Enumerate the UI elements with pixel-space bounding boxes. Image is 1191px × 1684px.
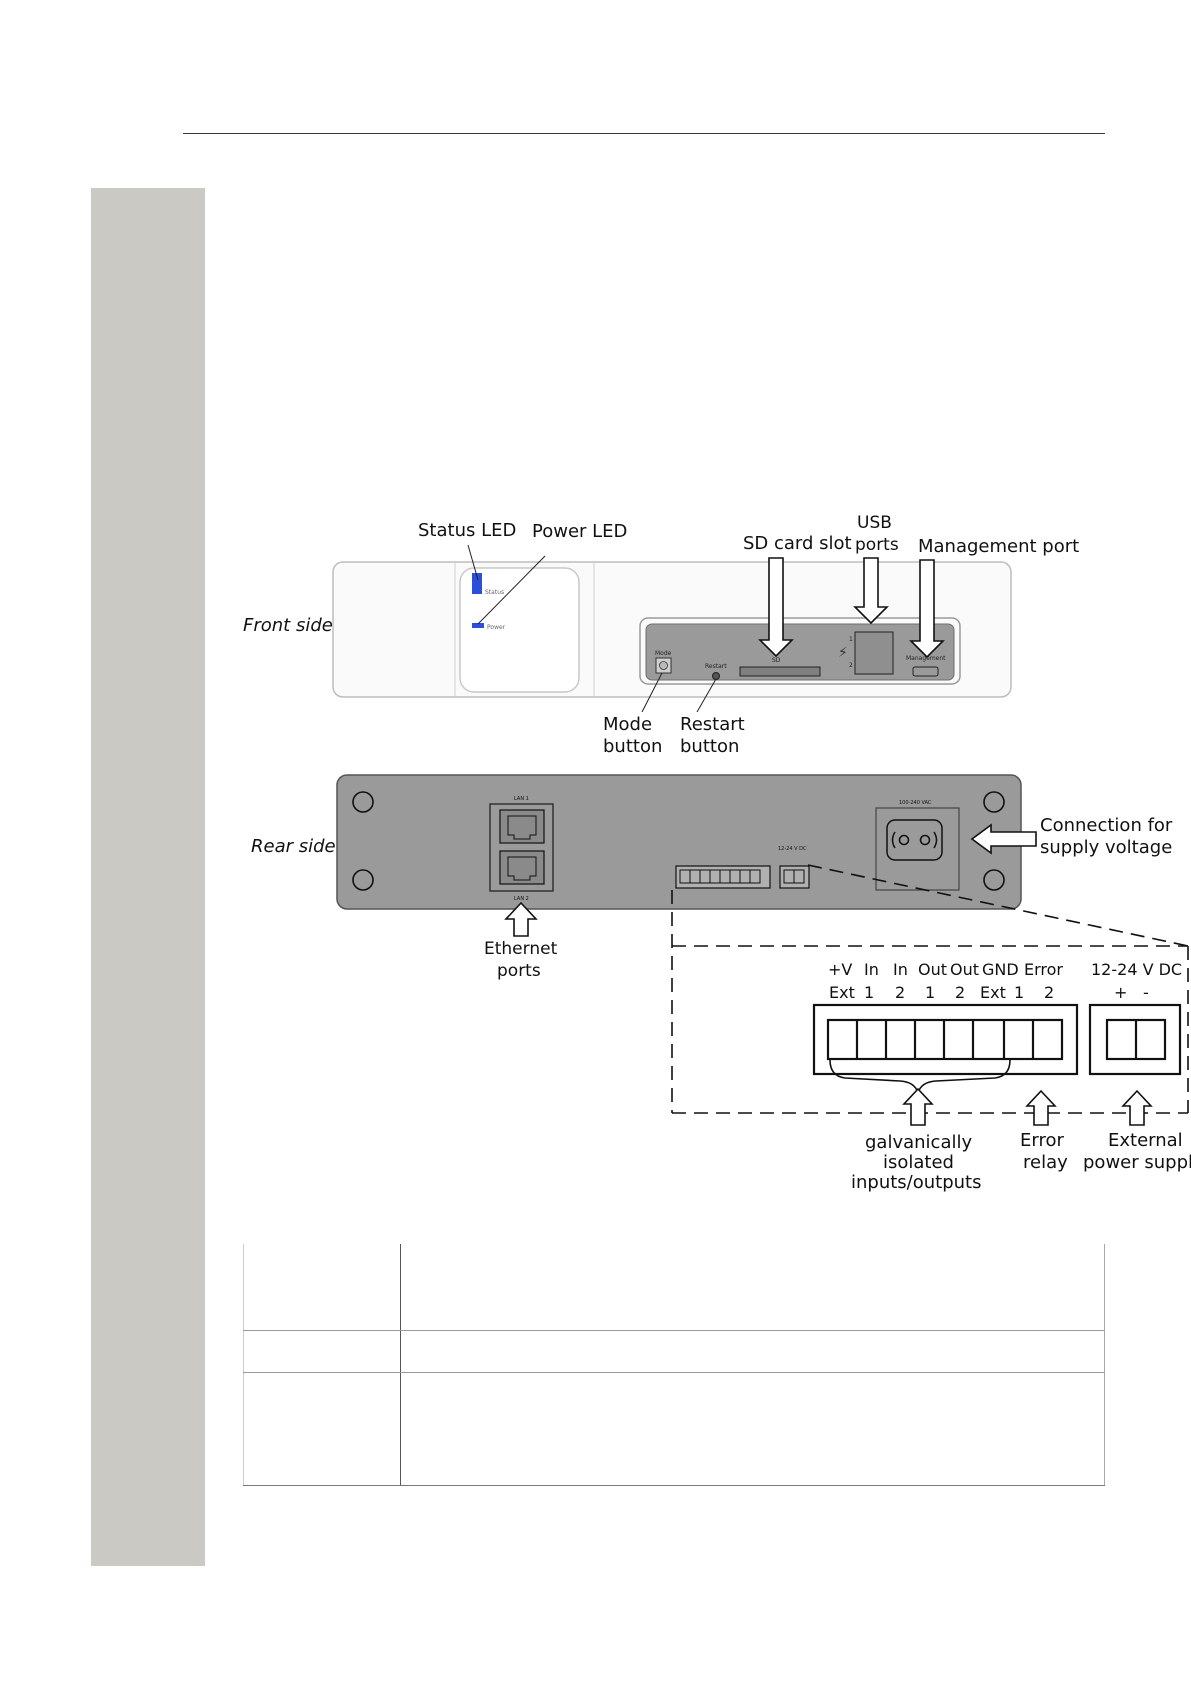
- sd-print: SD: [772, 657, 781, 664]
- term-top-4: Out: [950, 960, 979, 979]
- usb-ports[interactable]: [854, 631, 894, 675]
- term-bot-4: 2: [955, 983, 965, 1002]
- term-top-6: Error: [1024, 960, 1063, 979]
- dc-plus-label: +: [1114, 983, 1127, 1002]
- ext-label-2: power supply: [1083, 1152, 1191, 1173]
- power-led-label: Power LED: [532, 521, 627, 542]
- ethernet-arrow: [504, 901, 538, 937]
- restart-label-2: button: [680, 736, 739, 757]
- ac-inlet[interactable]: [886, 819, 943, 861]
- ethernet-label-2: ports: [497, 961, 541, 981]
- mgmt-label: Management port: [918, 536, 1079, 557]
- front-arrows: [758, 557, 945, 659]
- term-bot-0: Ext: [829, 983, 855, 1002]
- terminal-arrows: [902, 1087, 1153, 1126]
- term-top-1: In: [864, 960, 879, 979]
- detail-callout: [671, 864, 1189, 1114]
- dc-minus-label: -: [1143, 983, 1149, 1002]
- usb-label-2: ports: [855, 535, 899, 555]
- mgmt-print: Management: [906, 655, 946, 662]
- table-bottom-border: [243, 1485, 1105, 1486]
- term-bot-2: 2: [895, 983, 905, 1002]
- usb-port-2-print: 2: [849, 662, 853, 669]
- table-right-border: [1104, 1244, 1105, 1486]
- status-print: Status: [485, 589, 504, 596]
- status-led-label: Status LED: [418, 520, 516, 541]
- term-bot-1: 1: [864, 983, 874, 1002]
- lan1-port[interactable]: [499, 809, 545, 844]
- table-row-divider: [243, 1372, 1105, 1373]
- term-top-0: +V: [828, 960, 852, 979]
- io-label-3: inputs/outputs: [851, 1172, 982, 1193]
- io-label-2: isolated: [883, 1152, 954, 1173]
- term-top-5: GND: [982, 960, 1019, 979]
- term-bot-6: 1: [1014, 983, 1024, 1002]
- mode-label-2: button: [603, 736, 662, 757]
- chapter-side-bar: [91, 188, 205, 1566]
- mode-print: Mode: [655, 650, 672, 657]
- lan1-print: LAN 1: [514, 796, 529, 802]
- restart-label-1: Restart: [680, 714, 745, 735]
- supply-arrow: [970, 823, 1037, 855]
- term-top-2: In: [893, 960, 908, 979]
- power-print: Power: [487, 624, 506, 631]
- io-terminal-large: [812, 1003, 1079, 1076]
- table-left-border: [243, 1244, 244, 1486]
- dc-top-label: 12-24 V DC: [1091, 960, 1182, 979]
- term-bot-5: Ext: [980, 983, 1006, 1002]
- front-side-label: Front side: [243, 615, 333, 636]
- supply-label-2: supply voltage: [1040, 837, 1172, 858]
- lan2-port[interactable]: [499, 850, 545, 885]
- rear-side-label: Rear side: [251, 836, 336, 857]
- spec-table: [243, 1244, 1105, 1486]
- usb-port-1-print: 1: [849, 636, 853, 643]
- usb-icon: ⚡: [838, 645, 848, 661]
- error-label-2: relay: [1023, 1152, 1068, 1173]
- dc-print: 12-24 V DC: [778, 846, 807, 852]
- restart-button[interactable]: [712, 672, 720, 680]
- power-led: [472, 623, 484, 628]
- mounting-holes: [352, 791, 1005, 891]
- ac-print: 100-240 VAC: [899, 800, 932, 806]
- sd-card-slot[interactable]: [739, 666, 821, 677]
- ext-label-1: External: [1108, 1130, 1183, 1151]
- ethernet-label-1: Ethernet: [484, 939, 558, 959]
- terminal-label-row: +V In In Out Out GND Error Ext 1 2 1 2 E…: [828, 960, 1182, 1002]
- supply-label-1: Connection for: [1040, 815, 1173, 836]
- lan2-print: LAN 2: [514, 896, 529, 902]
- status-led: [472, 573, 482, 594]
- restart-print: Restart: [705, 663, 727, 670]
- front-connector-panel: [639, 617, 961, 685]
- term-bot-7: 2: [1044, 983, 1054, 1002]
- error-label-1: Error: [1020, 1130, 1064, 1151]
- term-top-3: Out: [918, 960, 947, 979]
- io-label-1: galvanically: [865, 1132, 972, 1153]
- table-row-divider: [243, 1330, 1105, 1331]
- table-column-divider: [400, 1244, 401, 1486]
- sd-slot-label: SD card slot: [743, 533, 852, 554]
- header-rule: [183, 133, 1105, 134]
- term-bot-3: 1: [925, 983, 935, 1002]
- management-port[interactable]: [912, 666, 939, 677]
- usb-label-1: USB: [857, 513, 892, 533]
- mode-label-1: Mode: [603, 714, 652, 735]
